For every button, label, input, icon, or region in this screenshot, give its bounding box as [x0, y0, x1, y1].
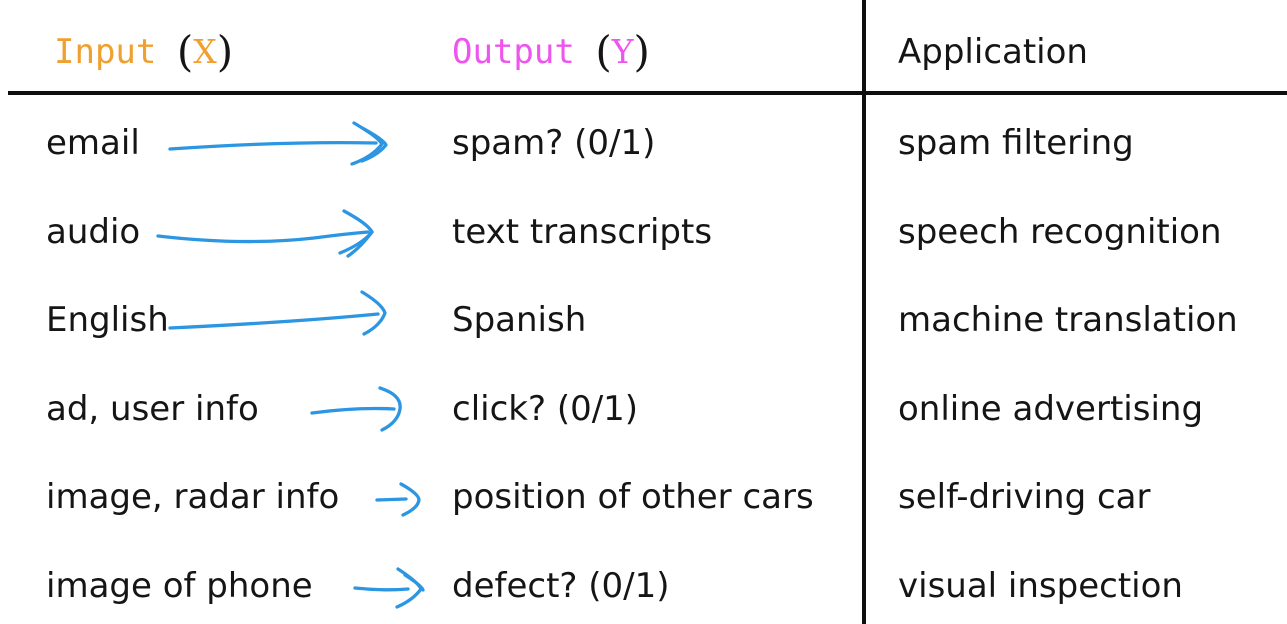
table-row: image of phone defect? (0/1) visual insp… [0, 542, 1287, 624]
paren-open: ( [176, 27, 194, 76]
output-cell: position of other cars [452, 477, 814, 517]
output-variable-y: Y [611, 32, 634, 71]
output-column-header: Output (Y) [452, 26, 650, 78]
application-cell: speech recognition [898, 212, 1222, 252]
input-cell: image, radar info [46, 477, 340, 517]
output-cell: defect? (0/1) [452, 566, 670, 606]
application-cell: spam filtering [898, 123, 1134, 163]
column-divider-line [862, 0, 866, 624]
output-cell: Spanish [452, 300, 587, 340]
paren-close: ) [216, 27, 234, 76]
header-divider-line [8, 91, 1287, 95]
arrow-right-icon [156, 209, 374, 258]
application-cell: visual inspection [898, 566, 1183, 606]
output-cell: click? (0/1) [452, 389, 639, 429]
input-cell: ad, user info [46, 389, 259, 429]
table-row: ad, user info click? (0/1) online advert… [0, 365, 1287, 453]
table-row: audio text transcripts speech recognitio… [0, 188, 1287, 276]
application-cell: self-driving car [898, 477, 1151, 517]
input-cell: English [46, 300, 169, 340]
output-header-label: Output [452, 32, 575, 72]
paren-open: ( [595, 27, 612, 76]
input-cell: audio [46, 212, 141, 252]
arrow-right-icon [168, 121, 388, 166]
output-cell: spam? (0/1) [452, 123, 656, 163]
arrow-right-icon [168, 290, 387, 336]
application-cell: online advertising [898, 389, 1204, 429]
table-row: English Spanish machine translation [0, 276, 1287, 364]
input-variable-x: X [193, 32, 217, 71]
output-cell: text transcripts [452, 212, 713, 252]
application-column-header: Application [898, 32, 1088, 72]
input-header-label: Input [54, 32, 157, 72]
arrow-right-icon [375, 482, 421, 517]
input-cell: email [46, 123, 140, 163]
application-cell: machine translation [898, 300, 1238, 340]
arrow-right-icon [310, 386, 402, 432]
input-column-header: Input (X) [54, 26, 233, 78]
paren-close: ) [633, 27, 650, 76]
table-row: email spam? (0/1) spam filtering [0, 99, 1287, 187]
arrow-right-icon [353, 567, 425, 609]
input-cell: image of phone [46, 566, 313, 606]
table-row: image, radar info position of other cars… [0, 453, 1287, 541]
